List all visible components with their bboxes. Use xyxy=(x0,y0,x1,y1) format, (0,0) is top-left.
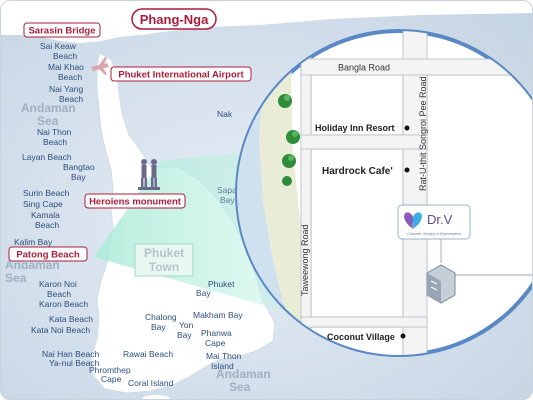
mai-thon-island-2: Island xyxy=(211,361,234,371)
andaman-sea-mid-1: Andaman xyxy=(5,258,60,272)
coconut-village-label: Coconut Village xyxy=(327,332,395,342)
andaman-sea-mid-2: Sea xyxy=(5,271,27,285)
beach-nai-thon-2: Beach xyxy=(43,137,67,147)
phang-nga-label: Phang-Nga xyxy=(140,12,209,27)
monument-label: Heroiens monument xyxy=(89,197,182,208)
rat-u-thit-road xyxy=(402,31,428,355)
phuket-town-label-1: Phuket xyxy=(144,246,184,260)
beach-bangtao-2: Bay xyxy=(71,172,86,182)
beach-nai-yang-2: Beach xyxy=(59,94,83,104)
beach-kamala-1: Kamala xyxy=(31,210,60,220)
andaman-sea-bottom-2: Sea xyxy=(229,380,251,394)
hardrock-label: Hardrock Cafe' xyxy=(322,166,393,177)
inset-map: Bangla Road Taweewong Road Rat-U-thit So… xyxy=(235,29,532,357)
cross-road-2 xyxy=(300,316,428,328)
beach-layan: Layan Beach xyxy=(22,152,72,162)
coral-island-shape xyxy=(142,395,170,399)
holiday-inn-marker xyxy=(404,125,410,131)
makham-bay: Makham Bay xyxy=(193,310,243,320)
block-east xyxy=(426,74,532,276)
phanwa-cape-1: Phanwa xyxy=(201,328,232,338)
clinic-building-icon xyxy=(426,264,456,304)
dr-v-clinic-badge[interactable]: Dr.V Cosmetic Surgery & Rejuvenation xyxy=(397,204,471,240)
beach-surin: Surin Beach xyxy=(23,188,70,198)
chalong-bay-1: Chalong xyxy=(145,312,177,322)
rat-u-thit-road-label: Rat-U-thit Songroi Pee Road xyxy=(418,76,428,191)
beach-mai-khao-2: Beach xyxy=(58,72,82,82)
phuket-bay-1: Phuket xyxy=(208,279,235,289)
beach-promthep-1: Phromthep xyxy=(89,365,131,375)
sarasin-bridge-label: Sarasin Bridge xyxy=(28,26,95,37)
beach-karon-noi-1: Karon Noi xyxy=(39,279,77,289)
beach-karon: Karon Beach xyxy=(39,299,88,309)
airplane-icon xyxy=(91,57,109,75)
phuket-town-label-2: Town xyxy=(149,260,179,274)
beach-mai-khao-1: Mai Khao xyxy=(48,62,84,72)
beach-nai-han: Nai Han Beach xyxy=(42,349,99,359)
mainland-phang-nga xyxy=(1,1,532,43)
hardrock-marker xyxy=(404,167,410,173)
cross-road-1 xyxy=(300,134,428,150)
patong-label: Patong Beach xyxy=(16,250,80,261)
beach-bangtao-1: Bangtao xyxy=(63,162,95,172)
monument-callout xyxy=(84,193,186,209)
beach-kata: Kata Beach xyxy=(49,314,93,324)
beach-kamala-2: Beach xyxy=(35,220,59,230)
taweewong-road-label: Taweewong Road xyxy=(300,224,310,296)
chalong-bay-2: Bay xyxy=(151,322,166,332)
beach-sai-keaw-1: Sai Keaw xyxy=(40,41,77,51)
andaman-sea-bottom-1: Andaman xyxy=(216,367,271,381)
holiday-inn-label: Holiday Inn Resort xyxy=(315,123,395,133)
airport-label: Phuket International Airport xyxy=(118,70,244,81)
sarasin-bridge-callout xyxy=(23,22,101,38)
phang-nga-callout xyxy=(131,8,217,30)
yon-bay-2: Bay xyxy=(177,330,192,340)
andaman-sea-top-2: Sea xyxy=(37,114,59,128)
coral-island-label: Coral Island xyxy=(128,378,174,388)
beach-nai-thon-1: Nai Thon xyxy=(37,127,72,137)
beach-ya-nui: Ya-nui Beach xyxy=(49,358,100,368)
beach-nai-yang-1: Nai Yang xyxy=(49,84,83,94)
andaman-sea-top-1: Andaman xyxy=(21,101,76,115)
beach-kalim: Kalim Bay xyxy=(14,237,53,247)
beach-karon-noi-2: Beach xyxy=(47,289,71,299)
taweewong-road xyxy=(300,31,312,355)
dr-v-tagline: Cosmetic Surgery & Rejuvenation xyxy=(407,232,461,236)
nak-label: Nak xyxy=(217,109,233,119)
dr-v-logo-text: Dr.V xyxy=(427,212,453,227)
sapam-bay-1: Sapam xyxy=(217,185,244,195)
coconut-village-marker xyxy=(400,333,406,339)
phuket-town-box xyxy=(134,243,194,277)
bangla-road-label: Bangla Road xyxy=(338,63,390,73)
phuket-bay-2: Bay xyxy=(196,288,211,298)
beach-promthep-2: Cape xyxy=(101,374,122,384)
sapam-bay-2: Bay xyxy=(220,195,235,205)
patong-callout xyxy=(8,246,88,262)
airport-callout xyxy=(110,66,252,82)
phanwa-cape-2: Cape xyxy=(205,338,226,348)
bangla-road xyxy=(300,58,532,76)
beach-rawai: Rawai Beach xyxy=(123,349,173,359)
beach-sing-cape: Sing Cape xyxy=(23,199,63,209)
beach-kata-noi: Kata Noi Beach xyxy=(31,325,90,335)
monument-icon xyxy=(138,159,160,190)
block-hardrock xyxy=(310,148,404,318)
mai-thon-island-1: Mai Thon xyxy=(206,351,242,361)
butterfly-logo-icon xyxy=(404,212,414,229)
yon-bay-1: Yon xyxy=(179,320,194,330)
beach-sai-keaw-2: Beach xyxy=(53,51,77,61)
